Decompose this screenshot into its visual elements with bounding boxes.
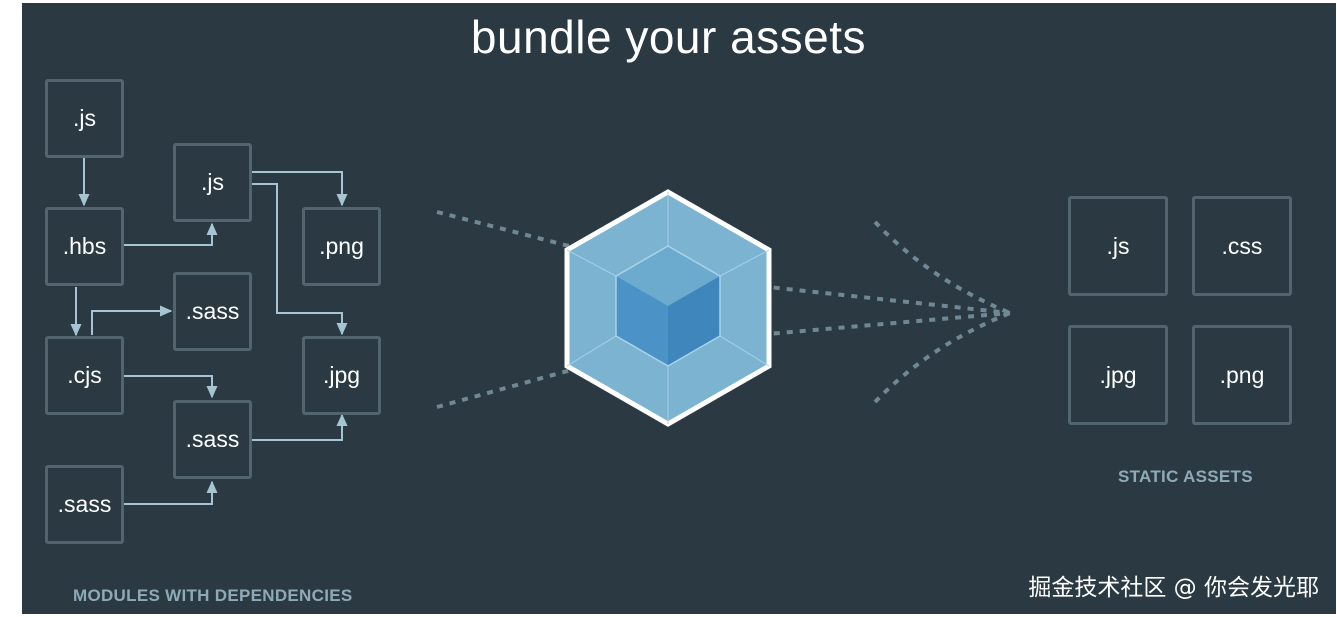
arrow-hbs-to-js xyxy=(122,222,218,246)
output-dotted-lines xyxy=(721,220,1011,404)
module-box-hbs: .hbs xyxy=(45,207,124,286)
watermark: 掘金技术社区 @ 你会发光耶 xyxy=(1028,575,1319,601)
webpack-cube-icon xyxy=(564,189,772,427)
module-box-sass-2: .sass xyxy=(173,272,252,351)
module-box-js-1: .js xyxy=(45,79,124,158)
module-box-sass-1: .sass xyxy=(45,465,124,544)
asset-box-jpg: .jpg xyxy=(1068,325,1168,425)
diagram-title: bundle your assets xyxy=(470,11,867,63)
asset-box-png: .png xyxy=(1192,325,1292,425)
arrow-js-to-jpg xyxy=(252,183,348,336)
arrow-cjs-to-sass-2 xyxy=(122,375,218,399)
module-box-png: .png xyxy=(302,207,381,286)
asset-box-css: .css xyxy=(1192,196,1292,296)
arrow-sass-to-jpg xyxy=(252,413,348,441)
dependency-arrows xyxy=(70,156,348,505)
static-assets-caption: STATIC ASSETS xyxy=(1118,467,1253,486)
asset-box-js: .js xyxy=(1068,196,1168,296)
module-box-js-2: .js xyxy=(173,143,252,222)
module-box-cjs: .cjs xyxy=(45,336,124,415)
modules-caption: MODULES WITH DEPENDENCIES xyxy=(73,586,353,605)
arrow-js-to-png xyxy=(252,171,348,207)
arrow-cjs-to-sass xyxy=(91,305,173,335)
module-box-jpg: .jpg xyxy=(302,336,381,415)
input-dotted-lines xyxy=(436,210,601,409)
arrow-sass-to-sass xyxy=(122,480,218,505)
module-box-sass-3: .sass xyxy=(173,400,252,479)
